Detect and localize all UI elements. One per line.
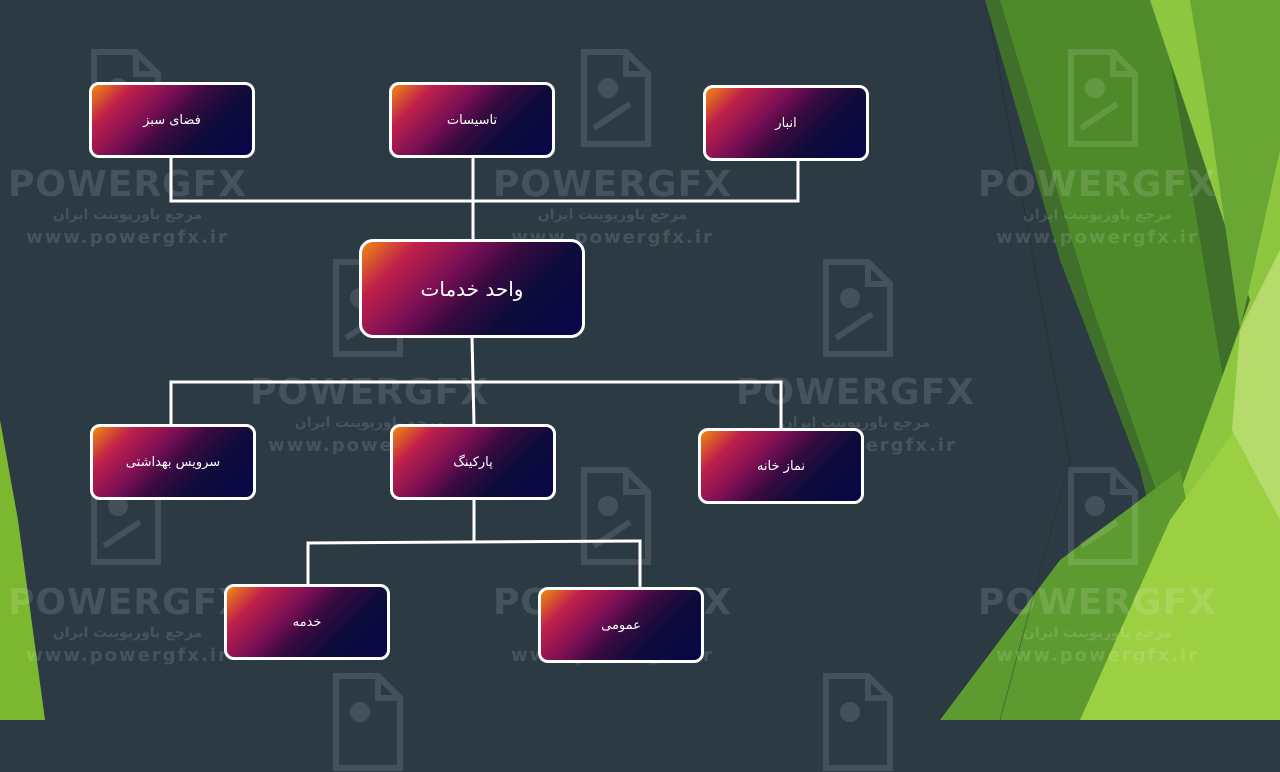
- node-prayer-room: نماز خانه: [698, 428, 864, 504]
- node-label: تاسیسات: [446, 112, 498, 128]
- background-decoration: [0, 0, 1280, 720]
- node-public: عمومی: [538, 587, 704, 663]
- node-label: پارکینگ: [453, 454, 493, 470]
- node-label: انبار: [775, 115, 797, 131]
- node-restroom: سرویس بهداشتی: [90, 424, 256, 500]
- node-green-space: فضای سبز: [89, 82, 255, 158]
- bottom-connector: [306, 539, 642, 588]
- node-label: خدمه: [292, 614, 322, 630]
- connectors: [169, 156, 800, 588]
- node-label: واحد خدمات: [420, 276, 524, 301]
- node-label: نماز خانه: [756, 458, 806, 474]
- right-facet-top: [1190, 0, 1280, 330]
- right-facet-bottom-light: [1080, 430, 1280, 720]
- right-facet-mid: [1000, 0, 1230, 530]
- node-services-unit: واحد خدمات: [359, 239, 585, 338]
- node-warehouse: انبار: [703, 85, 869, 161]
- node-parking: پارکینگ: [390, 424, 556, 500]
- node-label: سرویس بهداشتی: [125, 454, 221, 470]
- node-staff: خدمه: [224, 584, 390, 660]
- middle-connector: [169, 380, 783, 430]
- left-green-accent: [0, 420, 45, 720]
- node-label: فضای سبز: [143, 112, 201, 128]
- top-connector: [169, 156, 800, 203]
- right-facet-highlight: [1232, 250, 1280, 520]
- node-label: عمومی: [601, 617, 641, 633]
- node-facilities: تاسیسات: [389, 82, 555, 158]
